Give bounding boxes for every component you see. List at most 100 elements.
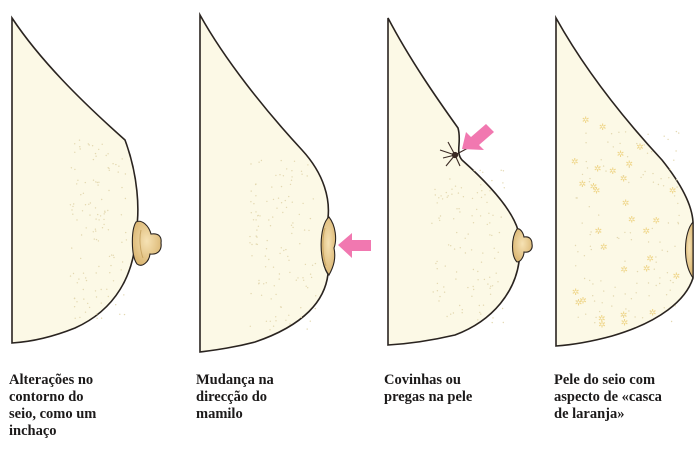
stipple-dot — [474, 170, 475, 171]
stipple-dot — [594, 300, 595, 301]
stipple-dot — [265, 266, 266, 267]
stipple-dot — [281, 307, 282, 308]
stipple-dot — [301, 174, 302, 175]
stipple-dot — [79, 146, 80, 147]
stipple-dot — [446, 192, 447, 193]
stipple-dot — [467, 287, 468, 288]
stipple-dot — [634, 316, 635, 317]
stipple-dot — [644, 144, 645, 145]
stipple-dot — [258, 282, 259, 283]
stipple-dot — [255, 184, 256, 185]
stipple-dot — [502, 308, 503, 309]
stipple-dot — [291, 225, 292, 226]
stipple-dot — [501, 170, 502, 171]
stipple-dot — [107, 210, 108, 211]
stipple-dot — [98, 266, 99, 267]
stipple-dot — [251, 190, 252, 191]
stipple-dot — [486, 202, 487, 203]
stipple-dot — [301, 317, 302, 318]
stipple-dot — [275, 316, 276, 317]
stipple-dot — [71, 247, 72, 248]
stipple-dot — [288, 315, 289, 316]
stipple-dot — [479, 305, 480, 306]
stipple-dot — [647, 153, 648, 154]
stipple-dot — [109, 256, 110, 257]
stipple-dot — [299, 243, 300, 244]
stipple-dot — [281, 186, 282, 187]
stipple-dot — [494, 258, 495, 259]
stipple-dot — [89, 307, 90, 308]
stipple-dot — [111, 254, 112, 255]
stipple-dot — [667, 251, 668, 252]
stipple-dot — [268, 259, 269, 260]
stipple-dot — [459, 211, 460, 212]
stipple-dot — [643, 174, 644, 175]
stipple-dot — [666, 294, 667, 295]
stipple-dot — [462, 309, 463, 310]
stipple-dot — [435, 194, 436, 195]
orange-peel-spot: ✲ — [673, 272, 681, 282]
stipple-dot — [95, 229, 96, 230]
stipple-dot — [587, 167, 588, 168]
stipple-dot — [115, 164, 116, 165]
stipple-dot — [294, 161, 295, 162]
stipple-dot — [599, 311, 600, 312]
stipple-dot — [636, 143, 637, 144]
caption-line: inchaço — [9, 423, 96, 440]
stipple-dot — [652, 173, 653, 174]
stipple-dot — [73, 203, 74, 204]
stipple-dot — [125, 232, 126, 233]
stipple-dot — [291, 233, 292, 234]
stipple-dot — [584, 255, 585, 256]
stipple-dot — [502, 182, 503, 183]
stipple-dot — [259, 215, 260, 216]
stipple-dot — [266, 321, 267, 322]
stipple-dot — [601, 248, 602, 249]
stipple-dot — [480, 215, 481, 216]
stipple-dot — [283, 175, 284, 176]
stipple-dot — [481, 190, 482, 191]
stipple-dot — [453, 218, 454, 219]
stipple-dot — [83, 273, 84, 274]
stipple-dot — [601, 159, 602, 160]
orange-peel-spot: ✲ — [622, 199, 630, 209]
stipple-dot — [491, 235, 492, 236]
stipple-dot — [86, 227, 87, 228]
stipple-dot — [434, 189, 435, 190]
stipple-dot — [651, 151, 652, 152]
stipple-dot — [88, 204, 89, 205]
stipple-dot — [266, 248, 267, 249]
stipple-dot — [585, 314, 586, 315]
stipple-dot — [265, 255, 266, 256]
caption-contour-change: Alterações no contorno do seio, como um … — [9, 372, 96, 440]
stipple-dot — [482, 172, 483, 173]
stipple-dot — [625, 131, 626, 132]
stipple-dot — [261, 295, 262, 296]
stipple-dot — [75, 318, 76, 319]
caption-line: pregas na pele — [384, 389, 472, 406]
stipple-dot — [79, 317, 80, 318]
stipple-dot — [273, 199, 274, 200]
stipple-dot — [600, 280, 601, 281]
stipple-dot — [443, 286, 444, 287]
stipple-dot — [281, 247, 282, 248]
nipple — [132, 221, 161, 265]
nipple — [513, 229, 533, 262]
stipple-dot — [285, 320, 286, 321]
stipple-dot — [78, 278, 79, 279]
stipple-dot — [438, 197, 439, 198]
stipple-dot — [82, 210, 83, 211]
stipple-dot — [95, 156, 96, 157]
stipple-dot — [577, 251, 578, 252]
stipple-dot — [101, 199, 102, 200]
stipple-dot — [97, 214, 98, 215]
stipple-dot — [113, 257, 114, 258]
stipple-dot — [94, 238, 95, 239]
stipple-dot — [258, 226, 259, 227]
stipple-dot — [636, 283, 637, 284]
stipple-dot — [656, 262, 657, 263]
stipple-dot — [250, 293, 251, 294]
stipple-dot — [315, 295, 316, 296]
stipple-dot — [670, 280, 671, 281]
stipple-dot — [122, 261, 123, 262]
